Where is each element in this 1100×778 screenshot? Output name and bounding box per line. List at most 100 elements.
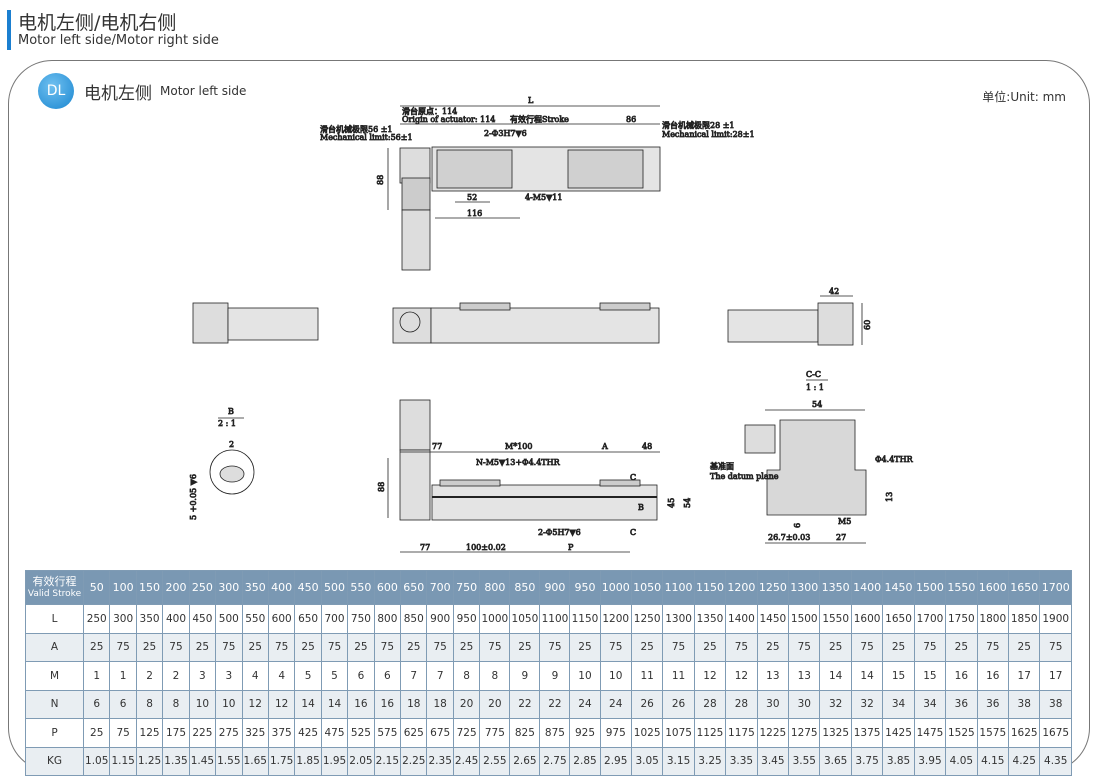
table-cell: 650 [294, 604, 322, 634]
table-cell: 1 [109, 661, 137, 691]
detail-b-depth: 5 +0.05 ▼6 [189, 474, 198, 520]
motor-end-view [192, 302, 319, 344]
table-cell: 25 [693, 632, 727, 662]
table-cell: 3.65 [819, 746, 852, 776]
table-cell: 38 [1007, 689, 1041, 719]
table-cell: 25 [452, 632, 481, 662]
table-cell: 750 [347, 604, 375, 634]
table-cell: 1350 [693, 604, 727, 634]
unit-label: 单位:Unit: mm [982, 90, 1066, 104]
detail-b-scale: 2 : 1 [218, 419, 236, 428]
table-cell: 15 [913, 661, 947, 691]
header-cell: 1100 [662, 570, 695, 605]
header-label-cn: 有效行程 [32, 574, 77, 588]
table-cell: 32 [850, 689, 884, 719]
header-cell: 250 [188, 570, 217, 605]
table-cell: 5 [320, 661, 349, 691]
dim-48: 48 [642, 442, 652, 451]
table-cell: 25 [188, 632, 217, 662]
dim-27: 27 [836, 533, 846, 542]
table-cell: 25 [882, 632, 915, 662]
table-cell: 4.15 [976, 746, 1010, 776]
table-cell: 4.25 [1007, 746, 1041, 776]
detail-b-title: B [228, 407, 234, 416]
header-cell: 1700 [1039, 570, 1072, 605]
table-cell: 300 [109, 604, 137, 634]
table-cell: 900 [426, 604, 454, 634]
table-cell: 1025 [630, 718, 664, 748]
table-cell: 1600 [850, 604, 884, 634]
table-cell: 22 [509, 689, 541, 719]
table-cell: 1.15 [109, 746, 137, 776]
table-cell: 4 [241, 661, 269, 691]
table-cell: 250 [82, 604, 111, 634]
table-cell: 1.45 [188, 746, 217, 776]
table-cell: 9 [509, 661, 541, 691]
carriage-2 [567, 149, 644, 189]
table-cell: 400 [162, 604, 190, 634]
table-cell: 25 [241, 632, 269, 662]
table-cell: 10 [188, 689, 217, 719]
dim-54-front: 54 [683, 498, 692, 508]
table-cell: 1425 [882, 718, 915, 748]
header-cell: 1350 [819, 570, 852, 605]
header-cell: 1200 [725, 570, 758, 605]
section-cc-scale: 1 : 1 [806, 383, 824, 392]
table-cell: 22 [539, 689, 571, 719]
table-cell: 1050 [509, 604, 541, 634]
table-cell: 12 [693, 661, 727, 691]
table-cell: 8 [135, 689, 164, 719]
dim-116: 116 [467, 209, 482, 218]
table-cell: 6 [109, 689, 137, 719]
table-cell: 1575 [976, 718, 1010, 748]
table-cell: 4.05 [945, 746, 978, 776]
table-cell: 1.85 [294, 746, 322, 776]
stroke-label: 有效行程Stroke [510, 114, 569, 124]
datum-label-en: The datum plane [710, 472, 779, 481]
dim-54-section: 54 [812, 400, 822, 409]
table-cell: 75 [662, 632, 695, 662]
table-cell: 2.65 [509, 746, 541, 776]
mount-holes-label: N-M5▼13+Φ4.4THR [476, 458, 561, 467]
table-cell: 75 [599, 632, 632, 662]
header-cell: 400 [267, 570, 296, 605]
table-cell: 425 [294, 718, 322, 748]
header-cell: 800 [479, 570, 511, 605]
table-cell: 3.75 [850, 746, 884, 776]
table-cell: 275 [215, 718, 243, 748]
table-cell: 25 [945, 632, 978, 662]
table-cell: 1800 [976, 604, 1010, 634]
table-cell: 5 [294, 661, 322, 691]
thread-label: Φ4.4THR [875, 455, 914, 464]
table-cell: 2.05 [347, 746, 375, 776]
table-cell: 24 [569, 689, 601, 719]
table-cell: 800 [373, 604, 402, 634]
table-cell: 10 [569, 661, 601, 691]
table-cell: 7 [426, 661, 454, 691]
table-cell: 1250 [630, 604, 664, 634]
section-cc-title: C-C [806, 370, 821, 379]
header-cell: 700 [426, 570, 454, 605]
table-cell: 3.55 [788, 746, 821, 776]
detail-mark-b: B [638, 503, 644, 512]
table-cell: 28 [725, 689, 758, 719]
table-cell: 25 [1007, 632, 1041, 662]
header-label-en: Valid Stroke [27, 588, 82, 599]
table-cell: 18 [400, 689, 428, 719]
table-cell: 34 [882, 689, 915, 719]
table-cell: 8 [162, 689, 190, 719]
datum-label-cn: 基准面 [710, 461, 734, 471]
table-cell: 14 [850, 661, 884, 691]
table-cell: 2.25 [400, 746, 428, 776]
table-cell: 25 [569, 632, 601, 662]
table-cell: 16 [347, 689, 375, 719]
end-view [727, 295, 863, 346]
table-cell: 75 [479, 632, 511, 662]
table-cell: 25 [756, 632, 790, 662]
table-cell: 1075 [662, 718, 695, 748]
table-cell: 25 [630, 632, 664, 662]
table-cell: 75 [539, 632, 571, 662]
front-view [387, 399, 660, 553]
